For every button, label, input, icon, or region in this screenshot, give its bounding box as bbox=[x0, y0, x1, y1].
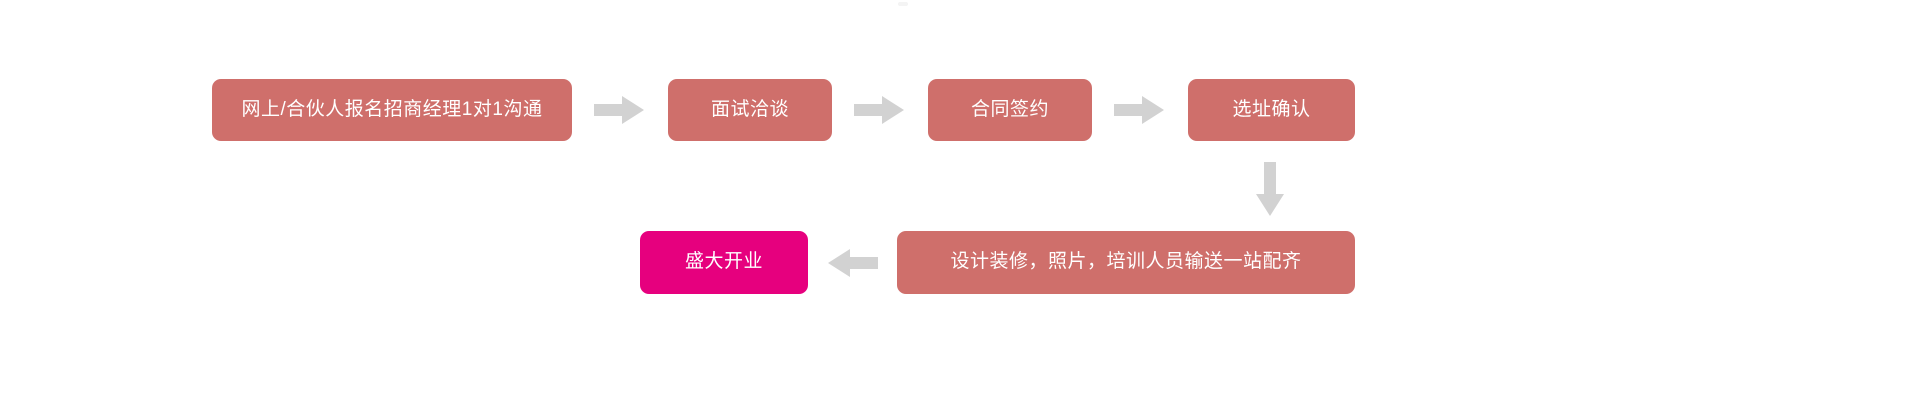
flow-node-grand-opening[interactable]: 盛大开业 bbox=[640, 231, 808, 294]
flow-node-contract[interactable]: 合同签约 bbox=[928, 79, 1092, 141]
arrow-right-1 bbox=[594, 96, 644, 124]
flow-node-label: 面试洽谈 bbox=[710, 98, 789, 120]
flow-node-label: 设计装修，照片，培训人员输送一站配齐 bbox=[950, 251, 1302, 273]
flow-node-interview[interactable]: 面试洽谈 bbox=[668, 79, 832, 141]
arrow-right-3 bbox=[1114, 96, 1164, 124]
arrow-down-icon bbox=[1256, 162, 1284, 216]
top-speck-decoration bbox=[898, 2, 908, 6]
flow-node-label: 网上/合伙人报名招商经理1对1沟通 bbox=[241, 98, 543, 120]
flow-node-site-confirm[interactable]: 选址确认 bbox=[1188, 79, 1355, 141]
flow-node-signup-contact[interactable]: 网上/合伙人报名招商经理1对1沟通 bbox=[212, 79, 572, 141]
flow-node-label: 选址确认 bbox=[1232, 98, 1311, 120]
flow-node-label: 盛大开业 bbox=[684, 251, 763, 273]
arrow-left-icon bbox=[828, 249, 878, 277]
flow-node-setup-package[interactable]: 设计装修，照片，培训人员输送一站配齐 bbox=[897, 231, 1355, 294]
arrow-right-2 bbox=[854, 96, 904, 124]
flow-node-label: 合同签约 bbox=[970, 98, 1049, 120]
